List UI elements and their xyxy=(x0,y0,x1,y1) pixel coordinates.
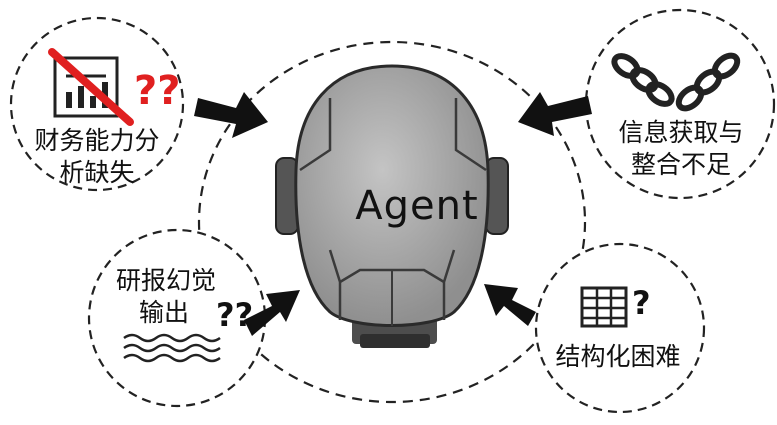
question-marks-red: ?? xyxy=(134,68,180,114)
issue-1-line-1: 财务能力分 xyxy=(34,126,160,155)
issue-1-line-2: 析缺失 xyxy=(59,158,135,187)
question-mark: ? xyxy=(632,284,651,322)
issue-4-label: 结构化困难 xyxy=(555,342,681,371)
circle-bottom-right xyxy=(534,242,706,414)
broken-chain-icon xyxy=(611,52,741,112)
issue-3-line-1: 研报幻觉 xyxy=(115,266,216,295)
arrow-bottom-right xyxy=(484,284,536,326)
question-marks-black: ?? xyxy=(216,296,253,334)
arrow-top-right xyxy=(518,92,592,136)
agent-label: Agent xyxy=(355,183,479,229)
orbit-ring xyxy=(197,40,587,404)
arrow-top-left xyxy=(194,92,268,138)
table-icon: ? xyxy=(580,284,651,328)
issue-3-line-2: 输出 xyxy=(138,298,189,327)
crossed-chart-icon: ?? xyxy=(48,48,180,126)
issue-2-line-2: 整合不足 xyxy=(630,150,731,179)
arrow-bottom-left xyxy=(244,290,300,336)
wavy-lines-icon: ?? xyxy=(123,296,253,363)
issue-2-line-1: 信息获取与 xyxy=(618,118,744,147)
robot-head-icon xyxy=(275,64,509,348)
